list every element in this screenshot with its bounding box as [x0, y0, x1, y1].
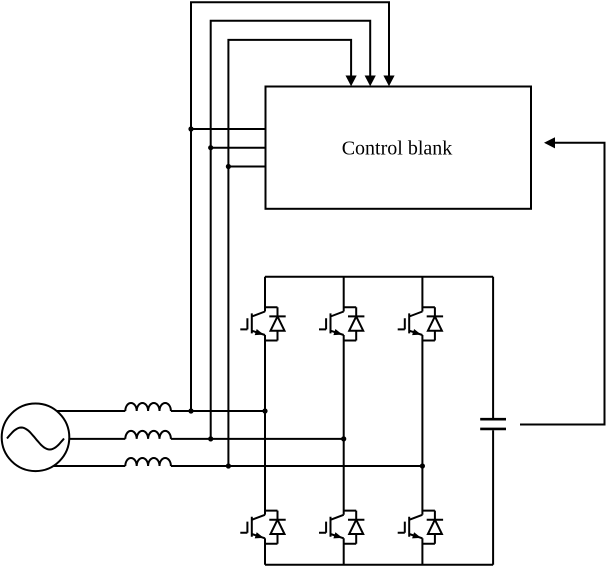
svg-text:Control blank: Control blank — [342, 138, 453, 160]
